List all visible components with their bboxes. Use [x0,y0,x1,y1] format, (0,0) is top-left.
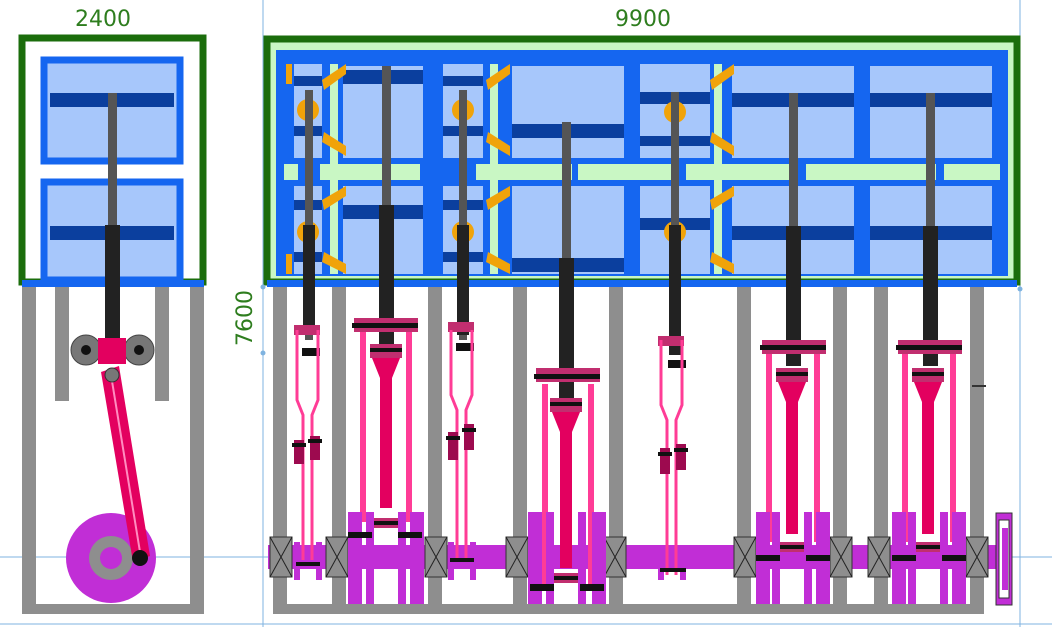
dimension-height: 7600 [233,290,258,346]
roller-left-hub [81,345,91,355]
front-vertical-strips [330,64,722,274]
dimension-front-width: 9900 [615,7,671,32]
small-unit-2 [446,90,476,580]
front-mid-strips [284,164,1000,180]
coupling-core [1002,528,1008,590]
crank-hub [100,547,122,569]
roller-right-hub [134,345,144,355]
large-unit-2 [528,122,606,604]
side-rod-sleeve [105,225,120,350]
side-piston-rod [108,93,117,343]
side-view [18,34,207,614]
side-floor [22,604,204,614]
side-column-inner-right [155,287,169,401]
bearing-crosses [269,536,989,578]
side-column-right [190,287,204,612]
guide-anchors [260,284,1023,356]
front-columns [273,287,984,614]
large-unit-1 [348,66,424,604]
small-unit-1 [292,90,322,580]
large-unit-3 [756,93,830,604]
front-view [263,35,1021,614]
side-crosshead [98,338,126,364]
side-rod-highlight [110,374,142,559]
marker-dash [972,385,986,387]
small-unit-3 [658,92,688,580]
front-base-plate [267,280,1017,287]
side-column-inner-left [55,287,69,401]
crank-pin [132,550,148,566]
large-unit-4 [892,93,966,604]
side-column-left [22,287,36,612]
wrist-pin [104,367,120,383]
dimension-side-width: 2400 [75,7,131,32]
